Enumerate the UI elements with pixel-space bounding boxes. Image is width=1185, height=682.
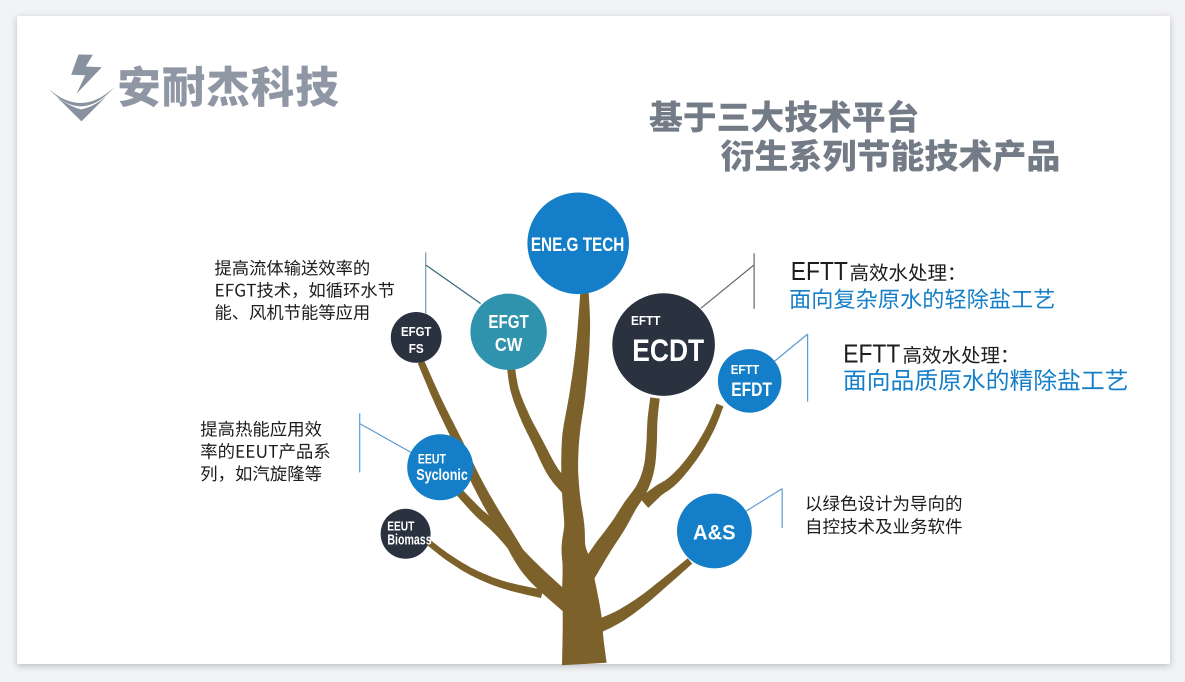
- svg-text:EFTT: EFTT: [631, 313, 660, 328]
- svg-text:EFDT: EFDT: [731, 380, 772, 401]
- svg-text:EFTT: EFTT: [731, 362, 760, 377]
- svg-text:CW: CW: [495, 335, 523, 355]
- svg-text:ECDT: ECDT: [632, 333, 704, 368]
- svg-text:EFTT: EFTT: [843, 339, 900, 369]
- svg-text:Syclonic: Syclonic: [416, 467, 468, 484]
- svg-text:A&S: A&S: [693, 521, 736, 544]
- svg-text:EEUT: EEUT: [387, 519, 414, 533]
- svg-text:EFGT: EFGT: [488, 312, 528, 332]
- svg-text:EFTT: EFTT: [791, 256, 848, 286]
- svg-text:FS: FS: [409, 341, 424, 356]
- svg-text:EEUT: EEUT: [418, 452, 447, 467]
- svg-text:Biomass: Biomass: [387, 532, 431, 548]
- svg-text:EFGT: EFGT: [401, 324, 431, 339]
- svg-text:ENE.G TECH: ENE.G TECH: [531, 234, 625, 256]
